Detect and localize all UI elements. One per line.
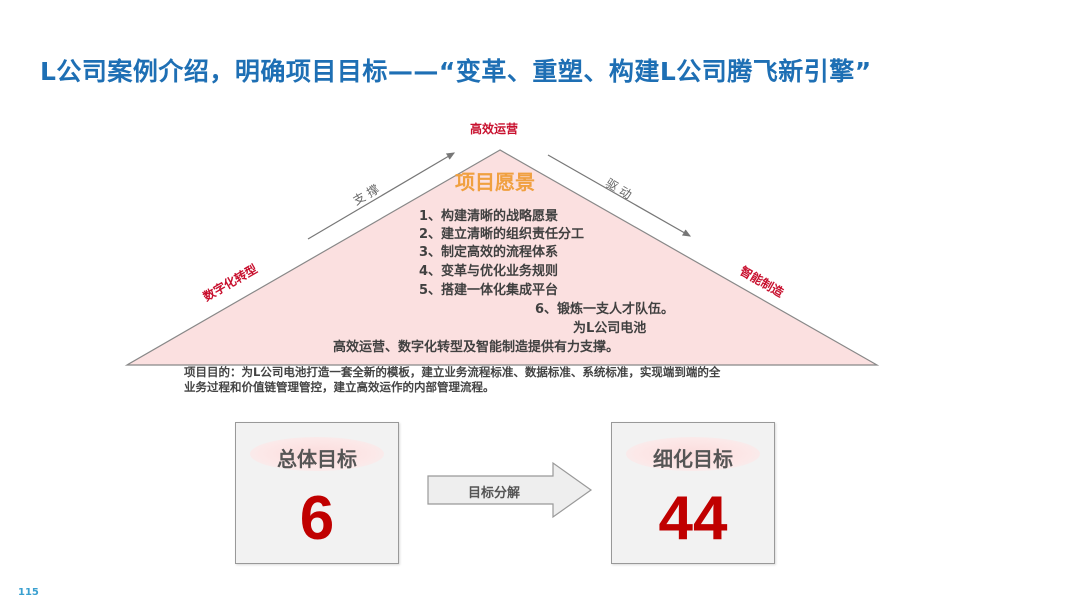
goal-decompose-label: 目标分解 [468, 486, 521, 501]
page-number: 115 [18, 587, 39, 598]
vision-item: 为L公司电池 [573, 321, 647, 336]
overall-goal-label-highlight [250, 437, 384, 471]
detailed-goal-label: 细化目标 [653, 447, 733, 471]
support-arrow [307, 152, 456, 240]
pyramid-triangle [124, 149, 880, 366]
vision-item: 2、建立清晰的组织责任分工 [419, 227, 585, 242]
detailed-goal-value: 44 [658, 484, 728, 553]
detailed-goal-label-highlight [626, 437, 760, 471]
vision-title: 项目愿景 [455, 170, 535, 194]
apex-label-efficient-operations: 高效运营 [470, 122, 519, 136]
vision-item: 高效运营、数字化转型及智能制造提供有力支撑。 [333, 340, 620, 355]
goal-decompose-arrow [427, 461, 593, 519]
purpose-line-1: 项目目的：为L公司电池打造一套全新的模板，建立业务流程标准、数据标准、系统标准，… [184, 365, 721, 379]
project-purpose: 项目目的：为L公司电池打造一套全新的模板，建立业务流程标准、数据标准、系统标准，… [184, 365, 824, 395]
overall-goal-card: 总体目标 6 [235, 422, 399, 564]
vision-item: 6、锻炼一支人才队伍。 [535, 302, 675, 317]
vision-item: 3、制定高效的流程体系 [419, 245, 559, 260]
drive-arrow [547, 154, 692, 237]
vision-item: 1、构建清晰的战略愿景 [419, 209, 559, 224]
overall-goal-value: 6 [299, 484, 335, 553]
purpose-line-2: 业务过程和价值链管理管控，建立高效运作的内部管理流程。 [184, 380, 495, 394]
slide-title: L公司案例介绍，明确项目目标——“变革、重塑、构建L公司腾飞新引擎” [40, 57, 872, 86]
detailed-goal-card: 细化目标 44 [611, 422, 775, 564]
vision-item: 4、变革与优化业务规则 [419, 264, 559, 279]
overall-goal-label: 总体目标 [277, 447, 357, 471]
vision-item: 5、搭建一体化集成平台 [419, 283, 559, 298]
